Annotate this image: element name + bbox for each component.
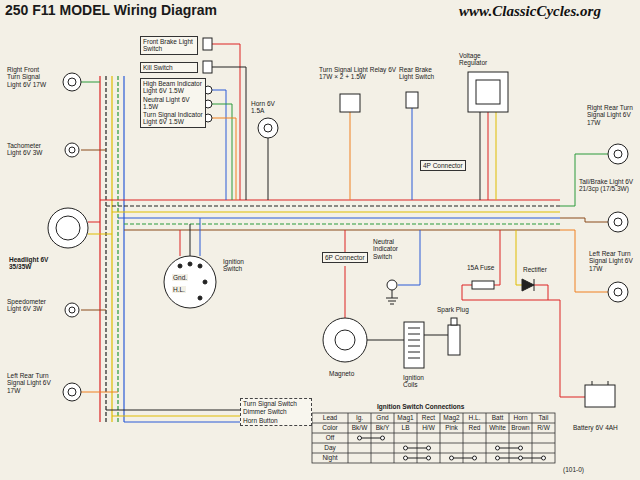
component-label: Horn 6V 1.5A (250, 100, 286, 115)
table-cell: Bk/Y (371, 424, 394, 431)
box-text: 4P Connector (423, 162, 463, 169)
label-box: 4P Connector (420, 160, 466, 171)
label-box: High Beam Indicator Light 6V 1.5WNeutral… (140, 78, 206, 128)
box-text: Neutral Light 6V 1.5W (143, 96, 203, 111)
table-title: Ignition Switch Connections (376, 403, 465, 410)
component-label: Right Front Turn Signal Light 6V 17W (6, 66, 54, 88)
watermark: www.ClassicCycles.org (458, 3, 602, 20)
table-cell: Day (312, 444, 348, 451)
component-label: 15A Fuse (466, 264, 495, 271)
harness-trunk (100, 76, 560, 422)
component-label: Rear Brake Light Switch (398, 66, 444, 81)
table-cell: Batt (486, 414, 509, 421)
table-cell: Pink (440, 424, 463, 431)
box-text: Turn Signal Switch (243, 400, 309, 407)
diagram-title: 250 F11 MODEL Wiring Diagram (4, 3, 218, 19)
component-label: H.L. (172, 286, 186, 293)
table-cell: Night (312, 454, 348, 461)
table-cell: Horn (509, 414, 532, 421)
component-label: Left Rear Turn Signal Light 6V 17W (6, 372, 54, 394)
box-text: Horn Button (243, 417, 309, 424)
table-cell: H.L. (463, 414, 486, 421)
component-label: Turn Signal Light Relay 6V 17W × 2 + 1.5… (318, 66, 398, 81)
component-label: Left Rear Turn Signal Light 6V 17W (588, 250, 638, 272)
table-cell: Rect (417, 414, 440, 421)
box-text: Dimmer Switch (243, 408, 309, 415)
table-cell: LB (394, 424, 417, 431)
component-label: Right Rear Turn Signal Light 6V 17W (586, 104, 638, 126)
table-cell: Color (312, 424, 348, 431)
table-cell: Bk/W (348, 424, 371, 431)
figure-number: (101-0) (562, 466, 585, 473)
box-text: Front Brake Light Switch (143, 38, 195, 53)
box-text: Turn Signal Indicator Light 6V 1.5W (143, 111, 203, 126)
box-text: Kill Switch (143, 64, 195, 71)
table-cell: R/W (532, 424, 555, 431)
switch-connection-dots (358, 436, 546, 460)
table-cell: Ig. (348, 414, 371, 421)
table-cell: Mag1 (394, 414, 417, 421)
component-label: Headlight 6V 35/35W (8, 256, 62, 271)
label-box: 6P Connector (322, 252, 368, 263)
table-cell: H/W (417, 424, 440, 431)
component-label: Magneto (328, 370, 355, 377)
table-cell: Red (463, 424, 486, 431)
component-label: Battery 6V 4AH (572, 424, 630, 431)
box-text: High Beam Indicator Light 6V 1.5W (143, 80, 203, 95)
branch-wires (81, 44, 608, 422)
component-label: Gnd. (172, 274, 188, 281)
connection-table-grid (312, 413, 555, 463)
component-label: Spark Plug (436, 306, 470, 313)
component-label: Tail/Brake Light 6V 21/3cp (17/5.3W) (578, 178, 638, 193)
table-cell: Brown (509, 424, 532, 431)
component-label: Rectifier (522, 266, 548, 273)
label-box: Front Brake Light Switch (140, 36, 198, 55)
component-label: Tachometer Light 6V 3W (6, 142, 56, 157)
table-cell: Mag2 (440, 414, 463, 421)
lamp-symbols (48, 73, 628, 401)
component-label: Neutral Indicator Switch (372, 238, 418, 260)
component-label: Speedometer Light 6V 3W (6, 298, 60, 313)
component-symbols (164, 38, 615, 407)
component-label: Ignition Switch (222, 258, 258, 273)
table-cell: Lead (312, 414, 348, 421)
label-box: Kill Switch (140, 62, 198, 73)
table-cell: Tail (532, 414, 555, 421)
table-cell: Gnd (371, 414, 394, 421)
box-text: 6P Connector (325, 254, 365, 261)
component-label: Ignition Coils (402, 374, 438, 389)
table-cell: Off (312, 434, 348, 441)
table-cell: White (486, 424, 509, 431)
component-label: Voltage Regulator (458, 52, 506, 67)
label-box: Turn Signal SwitchDimmer SwitchHorn Butt… (240, 398, 312, 426)
